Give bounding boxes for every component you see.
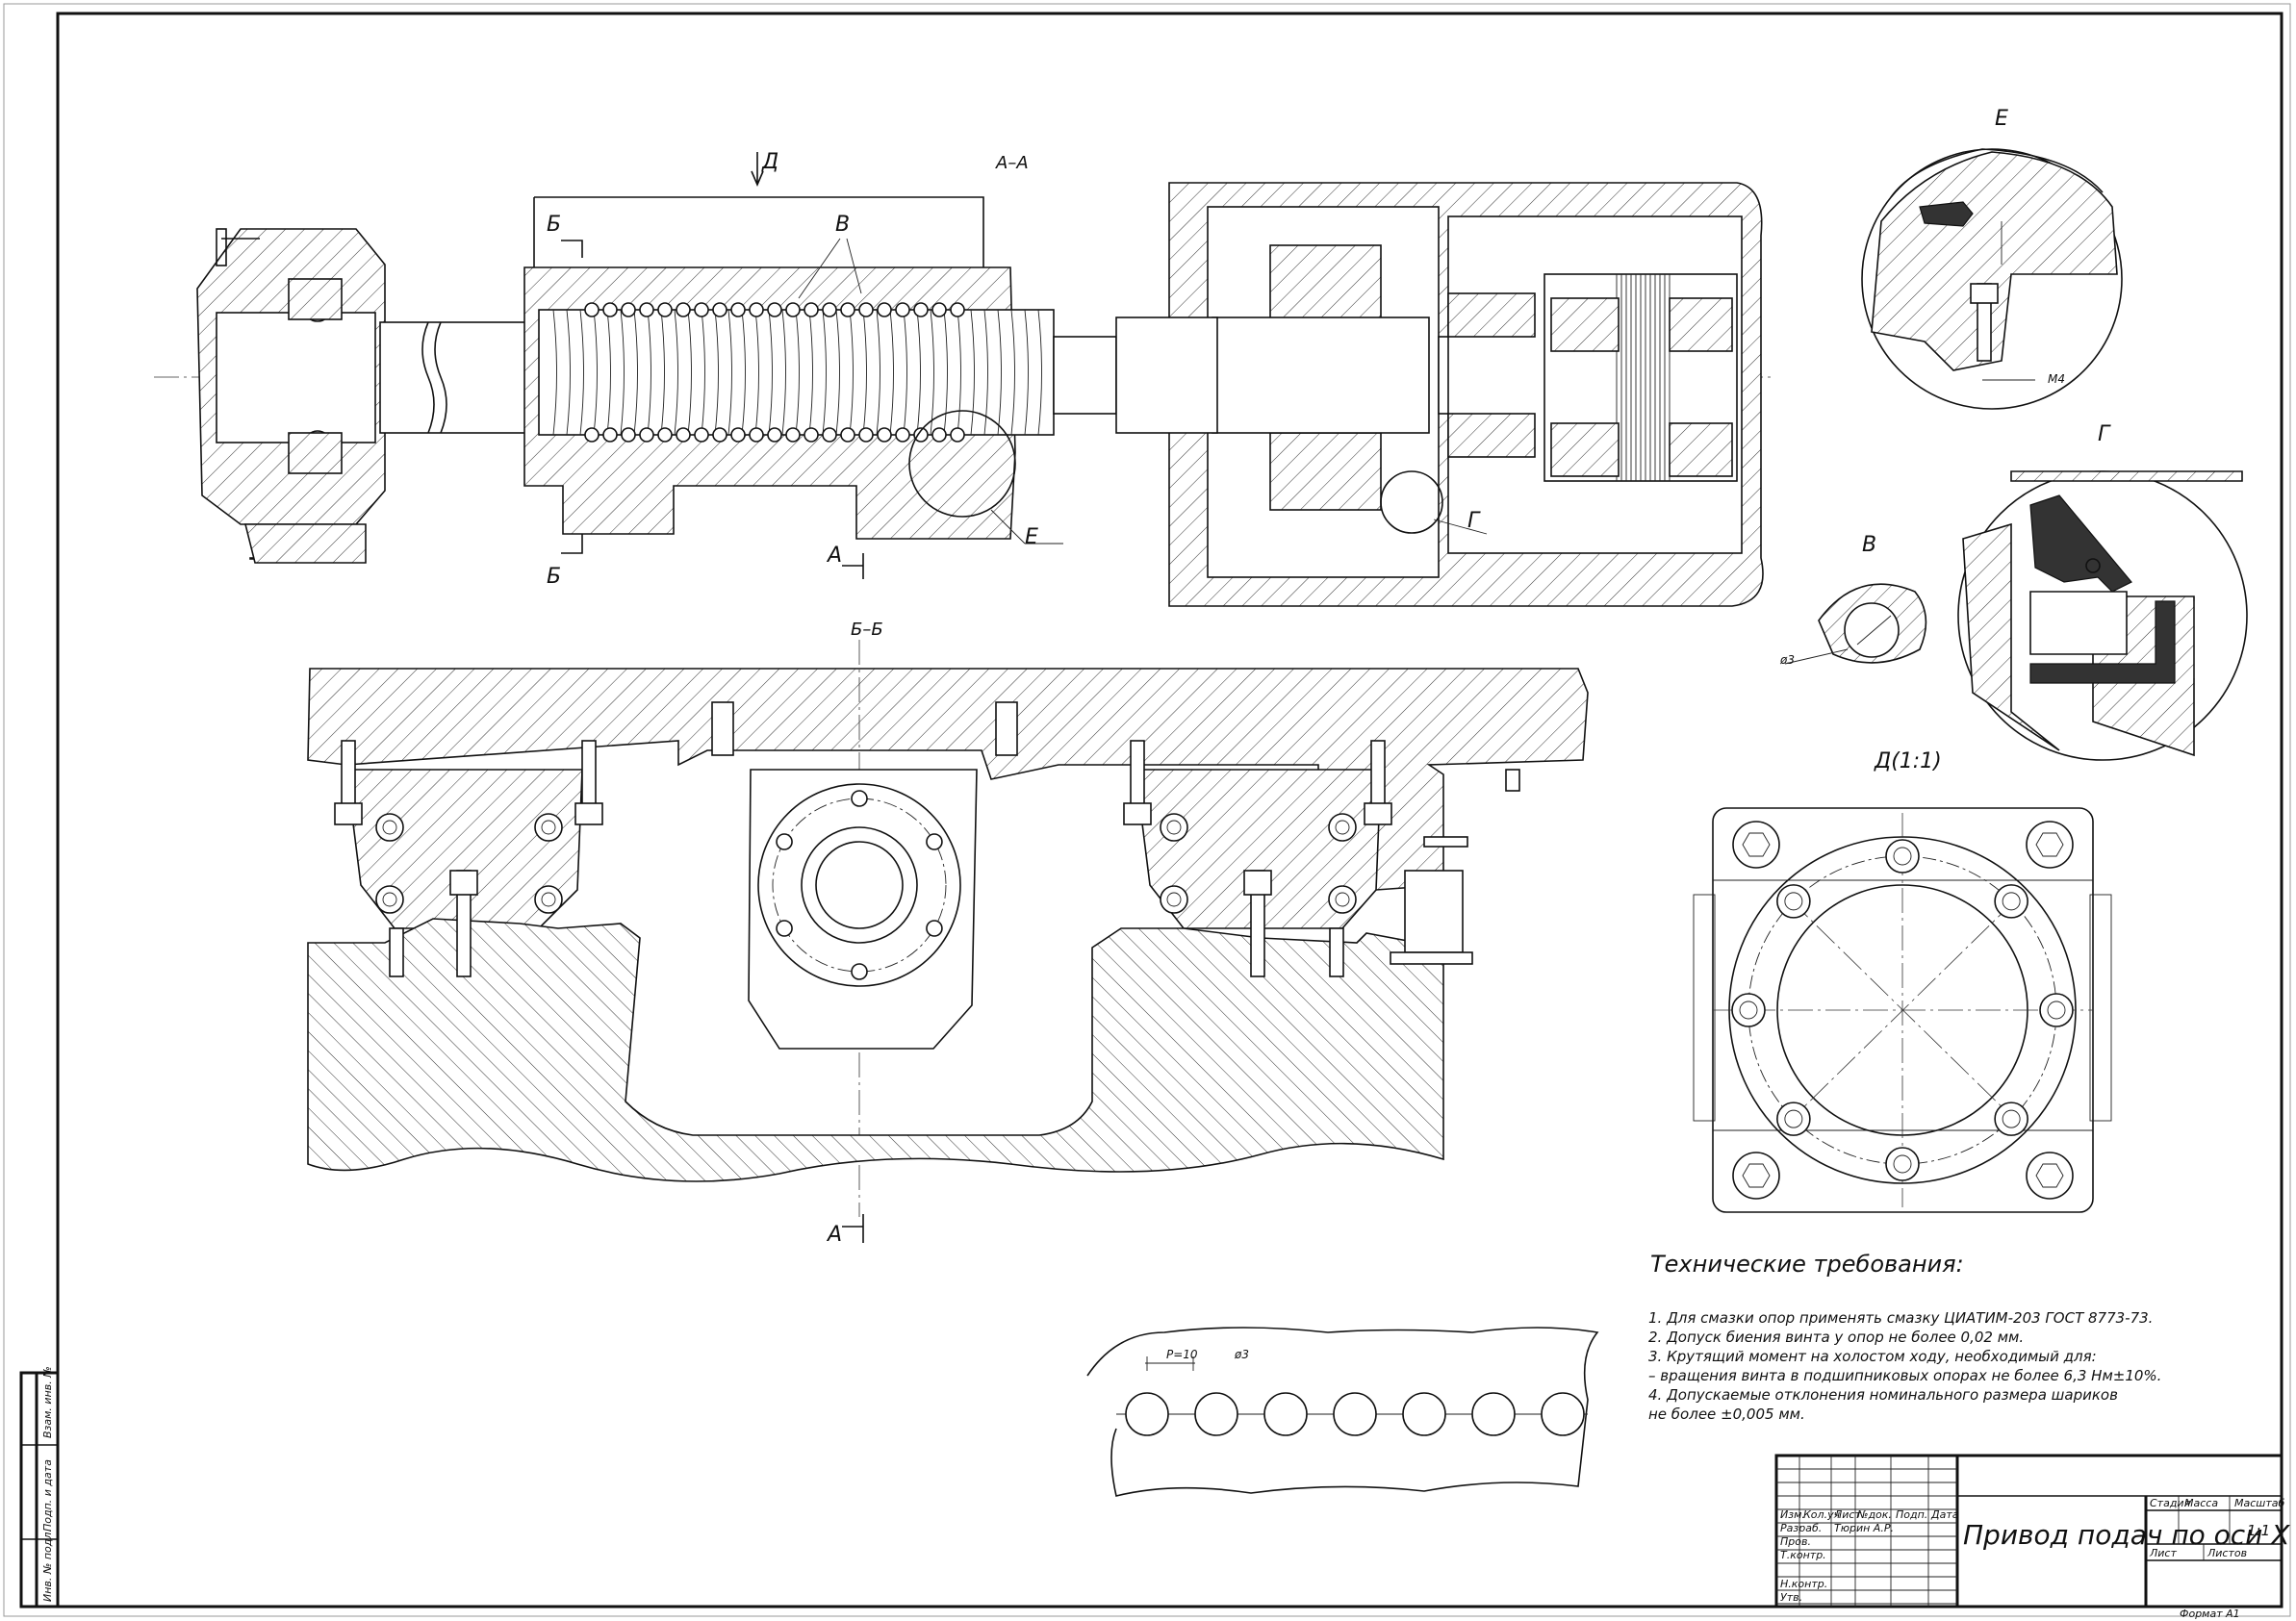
tb-role-utv: Утв. (1780, 1591, 1802, 1604)
tb-sheet-label: Лист (2149, 1547, 2177, 1559)
tb-role-tkontr: Т.контр. (1780, 1549, 1826, 1561)
title-block: Изм. Кол.уч Лист №док. Подп. Дата Разраб… (1774, 1454, 2290, 1608)
tb-role-razrab: Разраб. (1780, 1522, 1822, 1534)
detail-g (1957, 470, 2248, 761)
marker-b-bottom: Б (547, 565, 561, 589)
dim-phi3-v: ø3 (1779, 653, 1795, 667)
view-d-title: Д(1:1) (1874, 749, 1942, 773)
marker-e-aa: Е (1025, 525, 1038, 549)
side-stamp-vzam: Взам. инв. № (41, 1366, 54, 1438)
detail-v-title: В (1862, 533, 1876, 557)
drawing-frame (56, 12, 2283, 1608)
tb-stage-label: Стадия (2150, 1497, 2191, 1509)
detail-g-title: Г (2098, 422, 2111, 446)
ball-screw-detail (1086, 1327, 1599, 1497)
tech-req-line-2: 2. Допуск биения винта у опор не более 0… (1648, 1329, 2024, 1346)
tb-scale: 1:1 (2247, 1522, 2270, 1539)
side-stamp-podp: Подп. и дата (41, 1459, 54, 1532)
tb-header-doc: №док. (1856, 1508, 1892, 1521)
tech-req-line-6: не более ±0,005 мм. (1648, 1406, 1805, 1423)
side-stamp-inv: Инв. № подл. (41, 1529, 54, 1602)
section-aa-label: А–А (995, 153, 1029, 173)
tech-req-line-3: 3. Крутящий момент на холостом ходу, нео… (1648, 1348, 2097, 1365)
drawing-title: Привод подач по оси X (1963, 1519, 2290, 1551)
tb-header-podp: Подп. (1896, 1508, 1927, 1521)
section-aa (154, 182, 1771, 607)
tech-req-line-4: – вращения винта в подшипниковых опорах … (1648, 1367, 2161, 1384)
tech-req-line-1: 1. Для смазки опор применять смазку ЦИАТ… (1648, 1309, 2153, 1327)
tb-scale-label: Масштаб (2234, 1497, 2284, 1509)
marker-a-bottom: А (826, 1223, 842, 1247)
tech-requirements-title: Технические требования: (1650, 1251, 1964, 1278)
tech-requirements: Технические требования: 1. Для смазки оп… (1648, 1251, 2161, 1423)
marker-g-aa: Г (1467, 509, 1481, 533)
detail-e (1861, 148, 2123, 410)
tb-header-data: Дата (1930, 1508, 1959, 1521)
tb-header-list: Лист (1833, 1508, 1861, 1521)
marker-b-top: Б (547, 213, 561, 237)
tb-role-nkontr: Н.контр. (1780, 1578, 1827, 1590)
format-label: Формат А1 (2180, 1608, 2240, 1620)
tb-mass-label: Масса (2184, 1497, 2218, 1509)
tb-developer: Тюрин А.Р. (1834, 1522, 1894, 1534)
dim-phi3-ball: ø3 (1234, 1348, 1249, 1361)
section-bb-label: Б–Б (851, 620, 883, 640)
tb-role-prov: Пров. (1780, 1535, 1811, 1548)
detail-v (1784, 583, 1927, 665)
dim-pitch: P=10 (1166, 1348, 1198, 1361)
view-d (1693, 807, 2112, 1213)
detail-e-title: Е (1995, 107, 2008, 131)
tb-header-izm: Изм. (1780, 1508, 1805, 1521)
marker-v-aa: В (835, 213, 850, 237)
section-bb (307, 640, 1589, 1217)
side-stamp: Взам. инв. № Подп. и дата Инв. № подл. (19, 1366, 60, 1608)
tech-req-line-5: 4. Допускаемые отклонения номинального р… (1648, 1386, 2118, 1404)
dim-m4: М4 (2048, 372, 2065, 386)
marker-a-mid: А (826, 544, 842, 568)
tb-header-kol: Кол.уч (1803, 1508, 1841, 1521)
tb-sheets-label: Листов (2207, 1547, 2247, 1559)
marker-d-top: Д (761, 150, 778, 174)
